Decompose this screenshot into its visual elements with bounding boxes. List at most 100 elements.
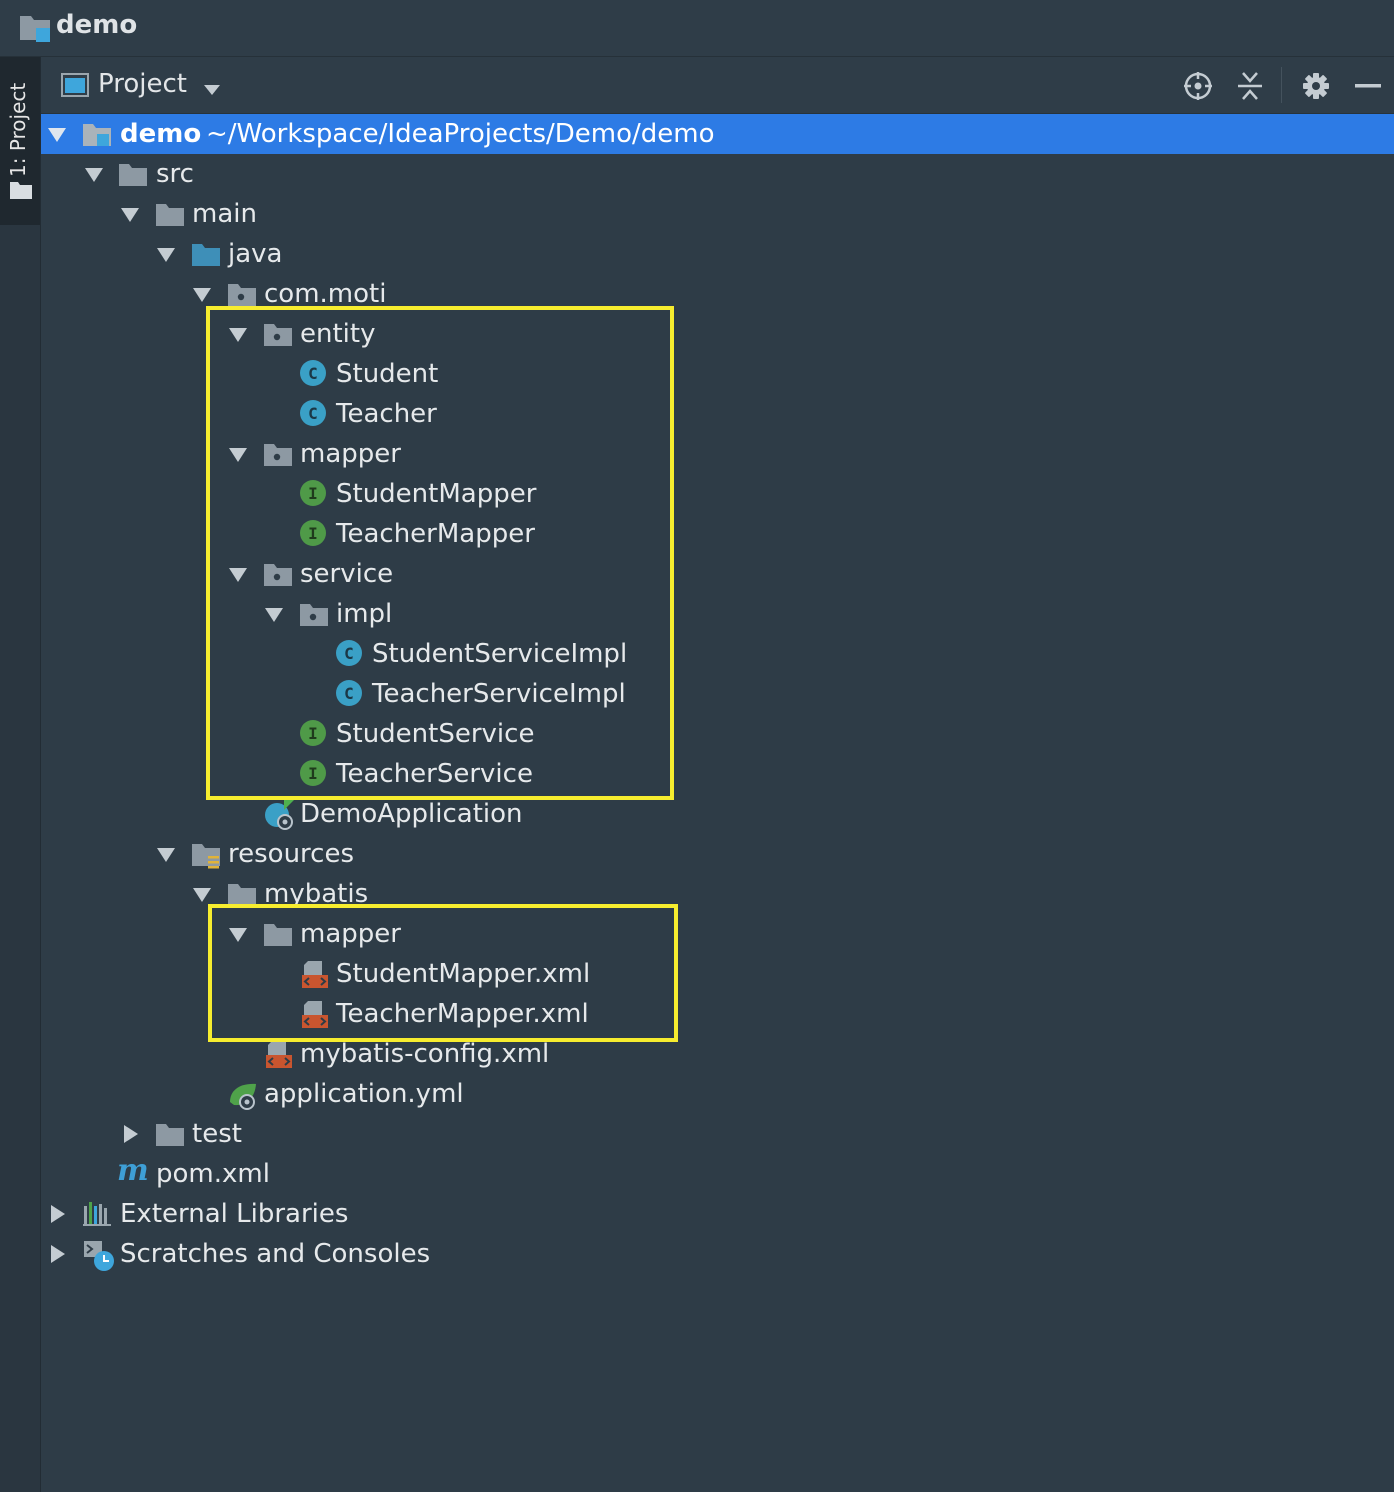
expanded-arrow-icon[interactable] [264, 604, 284, 624]
tree-label: StudentServiceImpl [372, 639, 628, 669]
interface-icon: I [300, 760, 328, 788]
interface-badge: I [300, 520, 326, 546]
tree-item-external-libraries[interactable]: External Libraries [41, 1194, 1394, 1234]
folder-icon [119, 160, 147, 188]
module-folder-icon [83, 120, 111, 148]
class-icon: C [336, 680, 364, 708]
expanded-arrow-icon[interactable] [228, 444, 248, 464]
tree-label: mybatis-config.xml [300, 1039, 550, 1069]
title-bar: demo [0, 0, 1394, 57]
tree-label: main [192, 199, 257, 229]
tree-item-resources[interactable]: resources [41, 834, 1394, 874]
expanded-arrow-icon[interactable] [192, 884, 212, 904]
class-badge: C [336, 640, 362, 666]
project-tool-tab[interactable]: 1: Project [0, 57, 40, 225]
tree-item-java[interactable]: java [41, 234, 1394, 274]
project-tree: demo ~/Workspace/IdeaProjects/Demo/demo … [41, 114, 1394, 1492]
tree-item-main[interactable]: main [41, 194, 1394, 234]
tree-item-test[interactable]: test [41, 1114, 1394, 1154]
tree-item-studentmapper[interactable]: I StudentMapper [41, 474, 1394, 514]
tree-label: TeacherService [336, 759, 533, 789]
tree-item-demoapplication[interactable]: DemoApplication [41, 794, 1394, 834]
tree-item-teacherserviceimpl[interactable]: C TeacherServiceImpl [41, 674, 1394, 714]
interface-icon: I [300, 480, 328, 508]
expanded-arrow-icon[interactable] [84, 164, 104, 184]
expanded-arrow-icon[interactable] [120, 204, 140, 224]
project-view-icon [61, 73, 89, 101]
tree-item-entity[interactable]: entity [41, 314, 1394, 354]
highlight-box-java-packages [206, 306, 674, 800]
hide-icon[interactable] [1351, 69, 1385, 103]
highlight-box-mapper-xml [208, 904, 678, 1042]
collapsed-arrow-icon[interactable] [47, 1204, 67, 1224]
tree-item-studentserviceimpl[interactable]: C StudentServiceImpl [41, 634, 1394, 674]
xml-file-icon [300, 960, 328, 988]
collapse-all-icon[interactable] [1233, 69, 1267, 103]
tree-label: StudentMapper.xml [336, 959, 591, 989]
tree-item-teachermapper-xml[interactable]: TeacherMapper.xml [41, 994, 1394, 1034]
project-panel-header: Project [41, 57, 1394, 114]
tree-item-teachermapper[interactable]: I TeacherMapper [41, 514, 1394, 554]
tree-label: com.moti [264, 279, 387, 309]
interface-icon: I [300, 720, 328, 748]
tree-item-teacherservice[interactable]: I TeacherService [41, 754, 1394, 794]
scratches-icon [83, 1240, 114, 1271]
expanded-arrow-icon[interactable] [228, 564, 248, 584]
tree-item-teacher[interactable]: C Teacher [41, 394, 1394, 434]
expanded-arrow-icon[interactable] [192, 284, 212, 304]
class-badge: C [300, 360, 326, 386]
collapsed-arrow-icon[interactable] [47, 1244, 67, 1264]
libraries-icon [83, 1200, 111, 1228]
tree-label: External Libraries [120, 1199, 349, 1229]
tree-item-studentservice[interactable]: I StudentService [41, 714, 1394, 754]
tree-item-mybatis-config-xml[interactable]: mybatis-config.xml [41, 1034, 1394, 1074]
tree-label: Student [336, 359, 439, 389]
tree-label: mapper [300, 919, 401, 949]
tree-label: src [156, 159, 194, 189]
xml-file-icon [300, 1000, 328, 1028]
header-divider [1281, 67, 1282, 103]
expanded-arrow-icon[interactable] [47, 124, 67, 144]
tree-item-studentmapper-xml[interactable]: StudentMapper.xml [41, 954, 1394, 994]
tree-item-scratches[interactable]: Scratches and Consoles [41, 1234, 1394, 1274]
tree-root-demo[interactable]: demo ~/Workspace/IdeaProjects/Demo/demo [41, 114, 1394, 154]
tree-label: TeacherMapper.xml [336, 999, 589, 1029]
tree-label: application.yml [264, 1079, 464, 1109]
tree-item-pom-xml[interactable]: m pom.xml [41, 1154, 1394, 1194]
folder-icon [228, 880, 256, 908]
locate-icon[interactable] [1181, 69, 1215, 103]
package-icon [228, 280, 256, 308]
collapsed-arrow-icon[interactable] [120, 1124, 140, 1144]
tree-item-mapper-package[interactable]: mapper [41, 434, 1394, 474]
package-icon [300, 600, 328, 628]
tree-label: StudentService [336, 719, 535, 749]
folder-icon [264, 920, 292, 948]
tree-label: mapper [300, 439, 401, 469]
project-view-selector[interactable]: Project [98, 69, 187, 99]
tree-item-mapper-folder[interactable]: mapper [41, 914, 1394, 954]
expanded-arrow-icon[interactable] [156, 244, 176, 264]
tree-item-impl[interactable]: impl [41, 594, 1394, 634]
tree-label: StudentMapper [336, 479, 537, 509]
class-icon: C [300, 400, 328, 428]
interface-badge: I [300, 480, 326, 506]
expanded-arrow-icon[interactable] [228, 324, 248, 344]
expanded-arrow-icon[interactable] [156, 844, 176, 864]
tree-item-student[interactable]: C Student [41, 354, 1394, 394]
class-icon: C [336, 640, 364, 668]
package-icon [264, 320, 292, 348]
gear-icon[interactable] [1299, 69, 1333, 103]
tree-label: entity [300, 319, 376, 349]
tree-item-src[interactable]: src [41, 154, 1394, 194]
folder-icon [156, 200, 184, 228]
interface-badge: I [300, 760, 326, 786]
tree-label: demo [120, 119, 202, 149]
tree-label: impl [336, 599, 393, 629]
expanded-arrow-icon[interactable] [228, 924, 248, 944]
tree-item-com-moti[interactable]: com.moti [41, 274, 1394, 314]
tree-item-application-yml[interactable]: application.yml [41, 1074, 1394, 1114]
chevron-down-icon[interactable] [203, 81, 221, 100]
class-icon: C [300, 360, 328, 388]
tree-item-service[interactable]: service [41, 554, 1394, 594]
tree-label: TeacherServiceImpl [372, 679, 626, 709]
